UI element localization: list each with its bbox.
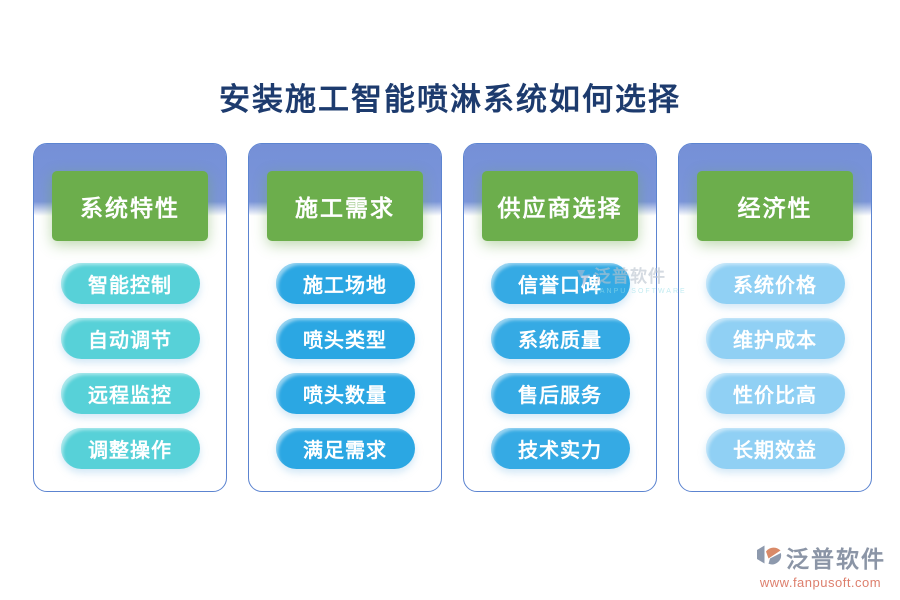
- list-item: 性价比高: [705, 373, 845, 414]
- card-header-label: 供应商选择: [482, 171, 638, 241]
- list-item: 满足需求: [275, 428, 415, 469]
- list-item: 远程监控: [60, 373, 200, 414]
- list-item: 调整操作: [60, 428, 200, 469]
- pill-list: 信誉口碑 系统质量 售后服务 技术实力: [464, 263, 656, 469]
- pill-list: 施工场地 喷头类型 喷头数量 满足需求: [249, 263, 441, 469]
- list-item: 施工场地: [275, 263, 415, 304]
- list-item: 维护成本: [705, 318, 845, 359]
- card-header-label: 施工需求: [267, 171, 423, 241]
- card-supplier-selection: 供应商选择 信誉口碑 系统质量 售后服务 技术实力: [463, 143, 657, 492]
- pill-list: 系统价格 维护成本 性价比高 长期效益: [679, 263, 871, 469]
- list-item: 售后服务: [490, 373, 630, 414]
- list-item: 自动调节: [60, 318, 200, 359]
- list-item: 系统质量: [490, 318, 630, 359]
- list-item: 喷头数量: [275, 373, 415, 414]
- page-title: 安装施工智能喷淋系统如何选择: [219, 82, 681, 117]
- cards-row: 系统特性 智能控制 自动调节 远程监控 调整操作 施工需求 施工场地 喷头类型 …: [33, 143, 872, 492]
- card-construction-needs: 施工需求 施工场地 喷头类型 喷头数量 满足需求: [248, 143, 442, 492]
- list-item: 信誉口碑: [490, 263, 630, 304]
- list-item: 长期效益: [705, 428, 845, 469]
- card-economy: 经济性 系统价格 维护成本 性价比高 长期效益: [678, 143, 872, 492]
- fanpu-logo-icon: [755, 541, 782, 573]
- list-item: 智能控制: [60, 263, 200, 304]
- card-system-features: 系统特性 智能控制 自动调节 远程监控 调整操作: [33, 143, 227, 492]
- brand-name: 泛普软件: [786, 546, 886, 572]
- brand-url: www.fanpusoft.com: [759, 575, 882, 590]
- list-item: 技术实力: [490, 428, 630, 469]
- list-item: 喷头类型: [275, 318, 415, 359]
- brand-footer: 泛普软件 www.fanpusoft.com: [755, 540, 886, 590]
- card-header-label: 系统特性: [52, 171, 208, 241]
- card-header-label: 经济性: [697, 171, 853, 241]
- list-item: 系统价格: [705, 263, 845, 304]
- pill-list: 智能控制 自动调节 远程监控 调整操作: [34, 263, 226, 469]
